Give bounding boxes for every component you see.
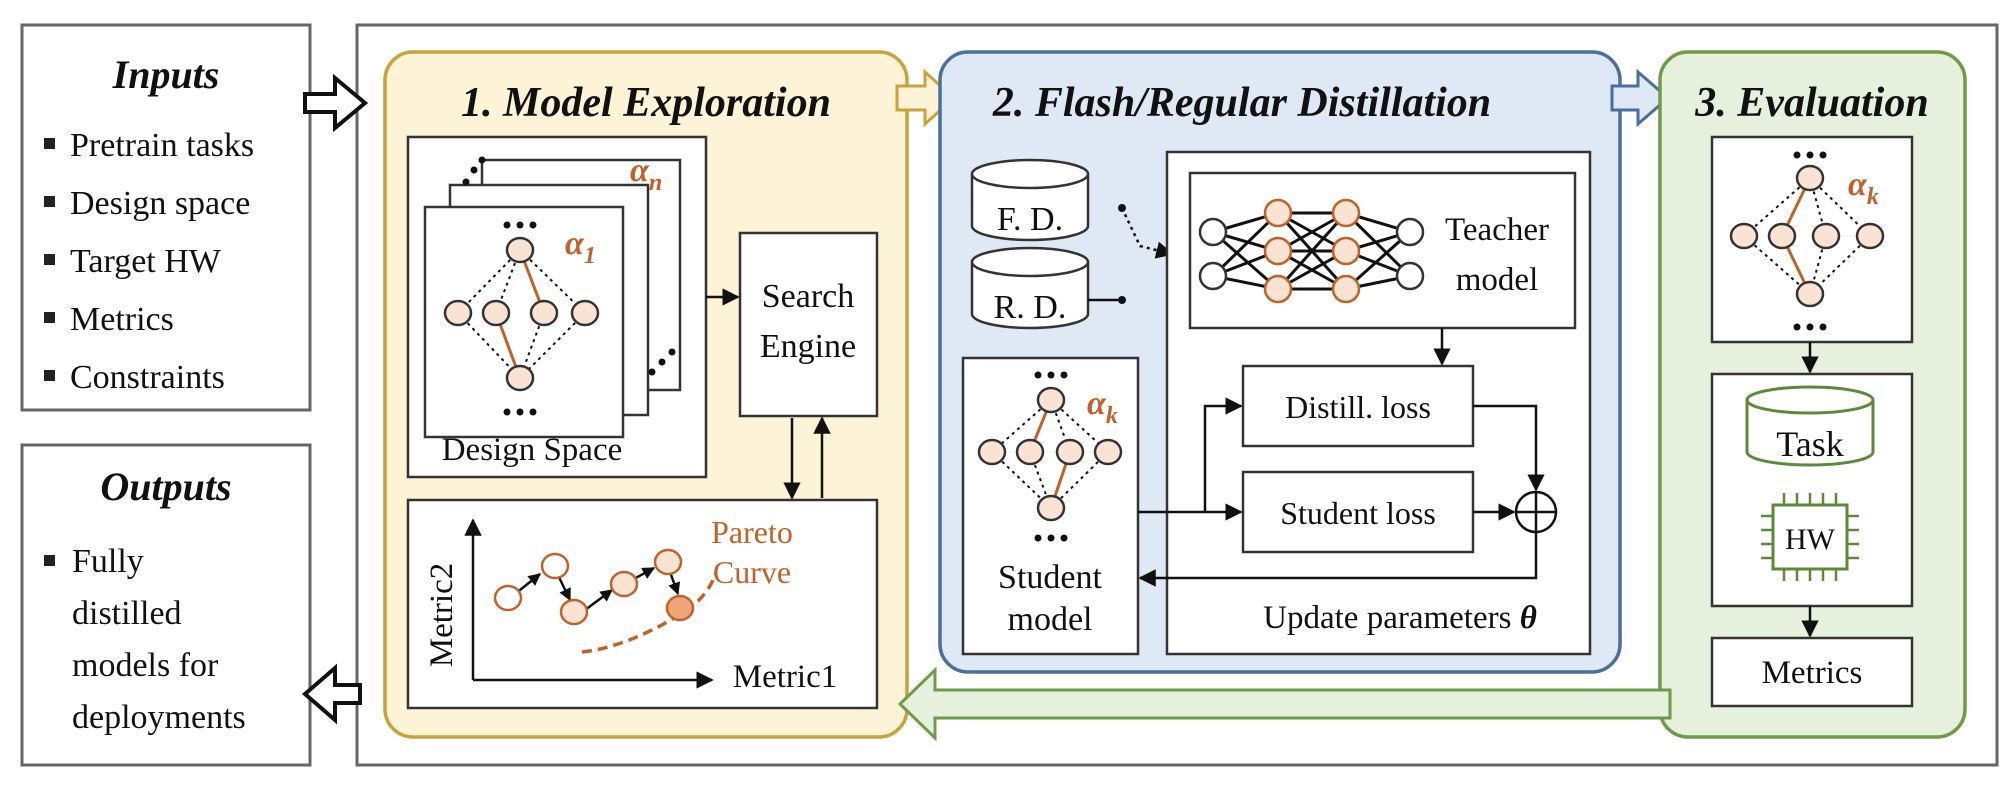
search-engine-box [738, 231, 879, 418]
alpha-n-label: αn [630, 152, 662, 196]
fd-to-teacher-arrow [1120, 207, 1174, 259]
outputs-line: distilled [72, 595, 182, 632]
metrics-box [1710, 636, 1914, 708]
hw-label: HW [1785, 523, 1836, 556]
feedback-arrow-icon [897, 666, 1672, 742]
alpha-k-label: αk [1848, 166, 1879, 210]
fd-dataset: F. D. [970, 158, 1090, 242]
teacher-network [1198, 198, 1425, 304]
input-arrow-icon [303, 73, 369, 133]
pareto-plot-box [406, 498, 879, 710]
input-item: Pretrain tasks [70, 127, 254, 164]
outputs-line: Fully [72, 543, 144, 580]
metric2-label: Metric2 [424, 563, 460, 667]
eval-network [1729, 151, 1885, 331]
distill-loss-box [1241, 364, 1475, 448]
task-dataset: Task [1745, 385, 1875, 467]
inputs-title: Inputs [112, 52, 220, 97]
teacher-label: Teacher [1445, 212, 1549, 248]
student-network [977, 371, 1123, 542]
stage3-title: 3. Evaluation [1694, 80, 1928, 126]
input-item: Metrics [70, 301, 174, 338]
input-item: Design space [70, 185, 250, 222]
outputs-line: models for [72, 647, 219, 684]
pareto-label: Pareto [711, 514, 793, 550]
rd-label: R. D. [994, 289, 1067, 326]
sum-icon [1514, 490, 1558, 534]
stage1-title: 1. Model Exploration [461, 80, 831, 126]
outputs-title: Outputs [100, 464, 231, 509]
stage2-title: 2. Flash/Regular Distillation [992, 80, 1491, 126]
design-network [443, 221, 600, 416]
rd-dataset: R. D. [970, 246, 1090, 330]
alpha-1-label: α1 [565, 225, 596, 269]
fd-label: F. D. [997, 201, 1063, 238]
search-engine-label: Search [762, 278, 855, 315]
metric1-label: Metric1 [733, 659, 837, 695]
pareto-label: Curve [713, 554, 791, 590]
outputs-line: deployments [72, 699, 246, 736]
update-feedback-arrow [1138, 532, 1538, 587]
inputs-panel: Inputs Pretrain tasks Design space Targe… [20, 23, 312, 412]
student-label: Student [998, 559, 1102, 596]
student-loss-label: Student loss [1280, 495, 1436, 531]
student-to-distill-arrow [1203, 397, 1243, 512]
design-space-label: Design Space [442, 432, 623, 468]
alpha-k-label: αk [1087, 385, 1118, 429]
distill-loss-label: Distill. loss [1285, 389, 1431, 425]
stage2-to-stage3-arrow-icon [1610, 68, 1671, 128]
inputs-list: Pretrain tasks Design space Target HW Me… [44, 127, 254, 396]
hw-chip-icon: HW [1761, 493, 1859, 581]
distill-to-sum-arrow [1473, 404, 1545, 492]
task-label: Task [1776, 424, 1843, 464]
student-label: model [1008, 601, 1093, 638]
output-arrow-icon [301, 663, 362, 725]
teacher-label: model [1456, 262, 1538, 298]
search-engine-label: Engine [760, 328, 856, 365]
student-loss-box [1241, 470, 1475, 554]
input-item: Constraints [70, 359, 225, 396]
input-item: Target HW [70, 243, 222, 280]
teacher-box [1188, 171, 1577, 330]
metrics-label: Metrics [1762, 655, 1863, 691]
update-label: Update parameters θ [1263, 600, 1537, 636]
outputs-panel: Outputs Fully distilled models for deplo… [20, 443, 312, 767]
pareto-points [493, 548, 695, 626]
